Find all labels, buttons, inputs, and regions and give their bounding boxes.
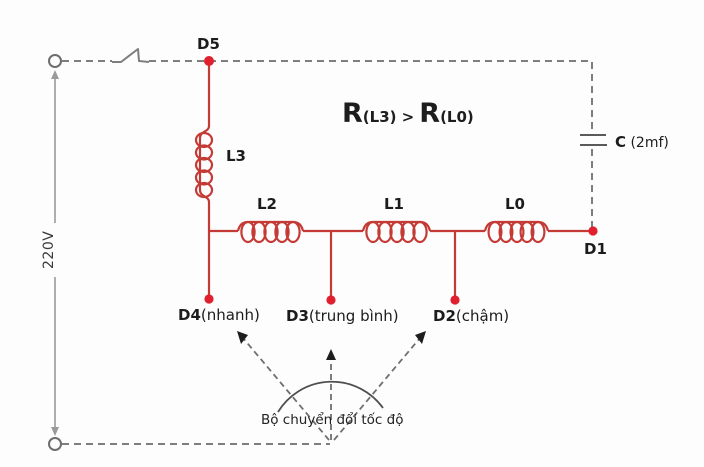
- coil-l3-icon: [194, 131, 214, 199]
- d2-note: (chậm): [455, 307, 510, 325]
- terminal-label-d5: D5: [197, 35, 220, 53]
- top-wire-right: [149, 60, 593, 129]
- selector-arrow-d4-line: [242, 337, 330, 441]
- voltage-span-arrow: [51, 70, 59, 436]
- coil-l1-icon: [361, 220, 432, 244]
- terminal-dots: [204, 56, 598, 305]
- selector-label: Bộ chuyển đổi tốc độ: [261, 412, 404, 428]
- terminal-label-d4: D4(nhanh): [178, 307, 260, 324]
- capacitor-value: (2mf): [630, 135, 669, 151]
- d2-dot: [450, 295, 460, 305]
- coil-l2-icon: [236, 220, 305, 244]
- formula-r2: R: [419, 98, 441, 129]
- capacitor-label: C (2mf): [615, 133, 669, 151]
- terminal-label-d1: D1: [584, 240, 607, 258]
- terminal-label-d3: D3(trung bình): [286, 308, 399, 325]
- formula-op: >: [401, 108, 415, 126]
- inductor-label-l2: L2: [257, 195, 277, 213]
- selector-arc: [277, 380, 384, 413]
- selector-arrowheads: [237, 331, 426, 360]
- formula-sub2: (L0): [440, 108, 474, 126]
- voltage-label: 220V: [41, 230, 57, 269]
- switch-icon: [112, 48, 150, 63]
- inductor-label-l1: L1: [384, 195, 404, 213]
- capacitor-name: C: [615, 133, 627, 151]
- l3-branch-wire: [198, 63, 211, 296]
- inductor-label-l3: L3: [226, 147, 246, 165]
- resistance-formula: R(L3) > R(L0): [342, 98, 474, 129]
- d1-dot: [588, 226, 598, 236]
- d2-id: D2: [433, 307, 456, 325]
- supply-terminal-bottom-icon: [48, 437, 62, 451]
- formula-sub1: (L3): [362, 108, 397, 126]
- formula-r1: R: [342, 98, 363, 129]
- selector-arrow-d2-line: [333, 337, 421, 441]
- d3-note: (trung bình): [308, 307, 399, 325]
- d4-id: D4: [178, 306, 201, 324]
- d4-note: (nhanh): [200, 306, 260, 324]
- d4-dot: [204, 294, 214, 304]
- coil-l0-icon: [483, 220, 550, 244]
- capacitor-icon: [580, 134, 607, 146]
- inductor-label-l0: L0: [505, 195, 525, 213]
- d5-dot: [204, 56, 214, 66]
- terminal-label-d2: D2(chậm): [433, 308, 509, 325]
- d3-id: D3: [286, 307, 309, 325]
- d3-dot: [326, 295, 336, 305]
- supply-terminal-top-icon: [48, 54, 62, 68]
